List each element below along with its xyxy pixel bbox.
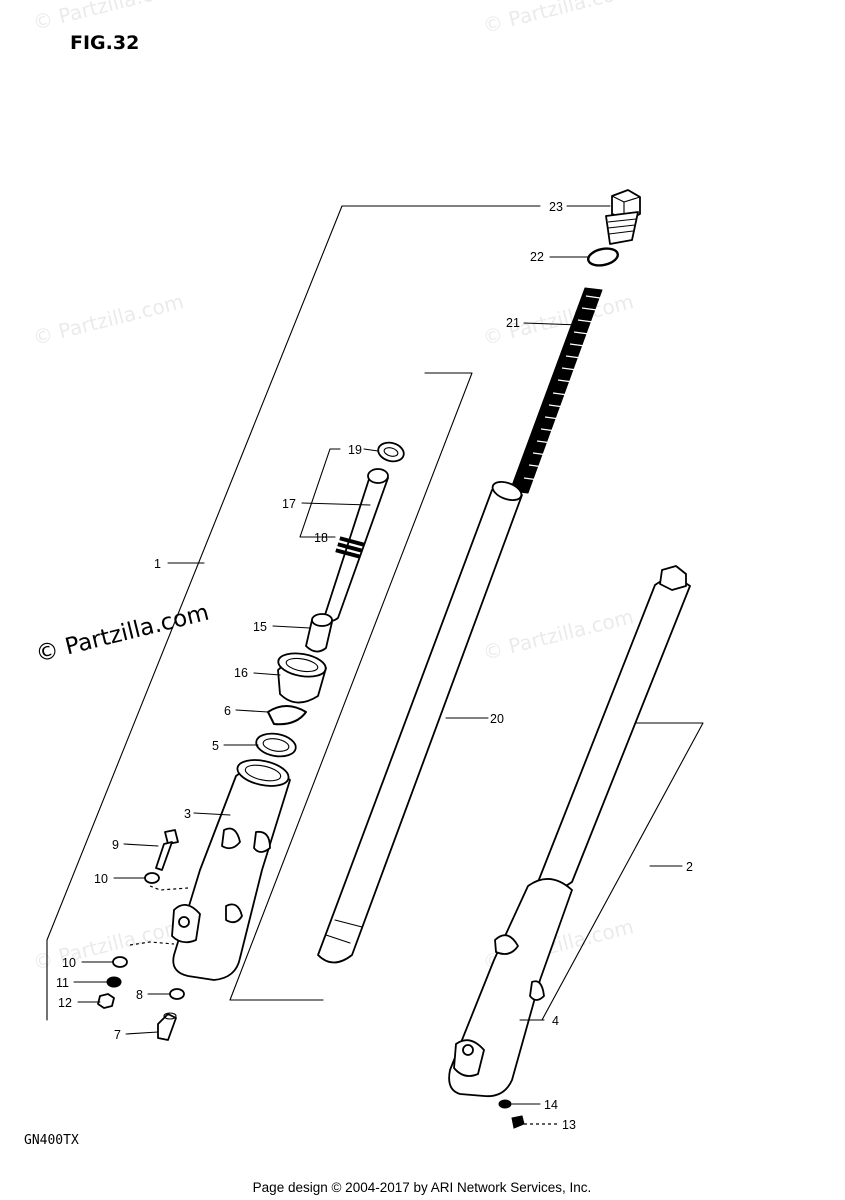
piston-ring: [335, 536, 365, 559]
leader-lines: [73, 205, 683, 1125]
washer: [112, 956, 128, 968]
callout-15: 15: [253, 620, 267, 634]
callout-8: 8: [136, 988, 143, 1002]
callout-17: 17: [282, 497, 296, 511]
watermark: © Partzilla.com: [30, 289, 186, 350]
callout-1: 1: [154, 557, 161, 571]
callout-23: 23: [549, 200, 563, 214]
axle-bolt: [155, 829, 179, 871]
callout-20: 20: [490, 712, 504, 726]
callout-13: 13: [562, 1118, 576, 1132]
callout-14: 14: [544, 1098, 558, 1112]
watermark: © Partzilla.com: [30, 0, 186, 35]
damper-rod: [323, 468, 389, 622]
watermark: © Partzilla.com: [480, 0, 636, 38]
inner-tube: [317, 480, 523, 964]
callout-4: 4: [552, 1014, 559, 1028]
callout-10: 10: [62, 956, 76, 970]
callout-16: 16: [234, 666, 248, 680]
callout-19: 19: [348, 443, 362, 457]
nut: [97, 993, 115, 1009]
watermark: © Partzilla.com: [480, 604, 636, 665]
oil-seal: [255, 732, 297, 758]
watermark-main: © Partzilla.com: [33, 600, 212, 668]
circlip: [267, 705, 307, 726]
watermark: © Partzilla.com: [480, 289, 636, 350]
callout-10: 10: [94, 872, 108, 886]
callout-18: 18: [314, 531, 328, 545]
callout-9: 9: [112, 838, 119, 852]
outer-tube-right: [448, 878, 573, 1098]
callout-21: 21: [506, 316, 520, 330]
washer: [144, 872, 160, 884]
callout-2: 2: [686, 860, 693, 874]
callout-5: 5: [212, 739, 219, 753]
callout-7: 7: [114, 1028, 121, 1042]
o-ring: [587, 247, 619, 267]
callout-22: 22: [530, 250, 544, 264]
figure-label: FIG.32: [70, 32, 139, 54]
assembly-line: [129, 941, 175, 946]
oil-lock-ring: [377, 441, 405, 463]
callout-3: 3: [184, 807, 191, 821]
fork-spring: [509, 287, 603, 494]
assembly-line: [149, 885, 189, 891]
callout-numbers: 23 22 21 19 17 18 1 15 16 6 5 20 3 9 10 …: [56, 200, 693, 1132]
rod-piece: [305, 613, 333, 653]
washer-right: [498, 1099, 512, 1109]
watermarks: © Partzilla.com © Partzilla.com © Partzi…: [30, 0, 636, 975]
dust-seal: [277, 652, 327, 704]
copyright-footer: Page design © 2004-2017 by ARI Network S…: [253, 1180, 592, 1195]
spring-washer: [106, 976, 122, 988]
fork-cap-bolt: [605, 189, 641, 245]
callout-11: 11: [56, 976, 69, 990]
model-code: GN400TX: [24, 1133, 79, 1148]
drain-bolt: [157, 1012, 177, 1041]
callout-6: 6: [224, 704, 231, 718]
drain-bolt-right: [511, 1115, 525, 1129]
outer-tube-left: [171, 759, 291, 981]
washer: [169, 988, 185, 1000]
group-brackets: [46, 205, 704, 1021]
callout-12: 12: [58, 996, 72, 1010]
